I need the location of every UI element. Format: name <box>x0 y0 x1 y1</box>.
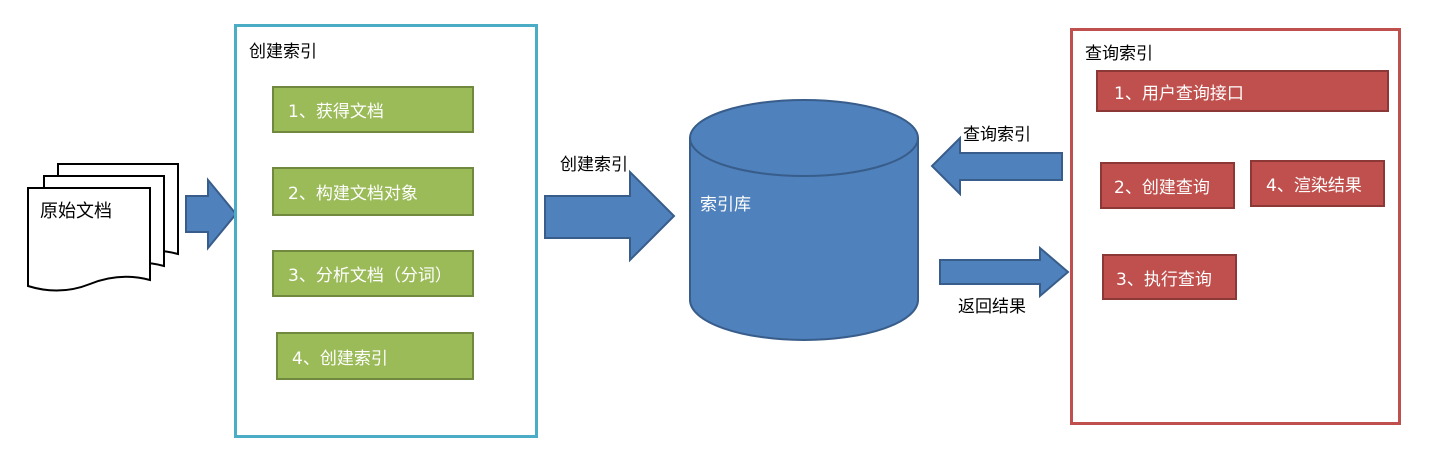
return-arrow-label: 返回结果 <box>958 297 1026 317</box>
index-step-1: 1、获得文档 <box>272 86 474 133</box>
query-step-4: 4、渲染结果 <box>1250 160 1385 207</box>
database-label: 索引库 <box>700 195 751 215</box>
source-label: 原始文档 <box>40 201 112 222</box>
arrow-create-index <box>544 169 676 263</box>
index-panel-title: 创建索引 <box>249 42 317 62</box>
index-step-3: 3、分析文档（分词） <box>272 250 474 297</box>
arrow-docs-to-index <box>185 177 238 251</box>
query-step-1: 1、用户查询接口 <box>1096 70 1389 112</box>
index-step-4: 4、创建索引 <box>276 332 474 380</box>
index-step-2: 2、构建文档对象 <box>272 167 474 216</box>
query-step-2: 2、创建查询 <box>1100 162 1235 209</box>
arrow-return-results <box>939 245 1070 299</box>
arrow-query-index <box>930 135 1063 197</box>
create-index-arrow-label: 创建索引 <box>560 155 628 175</box>
document-stack-icon <box>27 163 179 292</box>
query-arrow-label: 查询索引 <box>963 125 1031 145</box>
database-cylinder-icon <box>689 99 919 341</box>
query-panel-title: 查询索引 <box>1085 44 1153 64</box>
query-step-3: 3、执行查询 <box>1102 254 1237 300</box>
